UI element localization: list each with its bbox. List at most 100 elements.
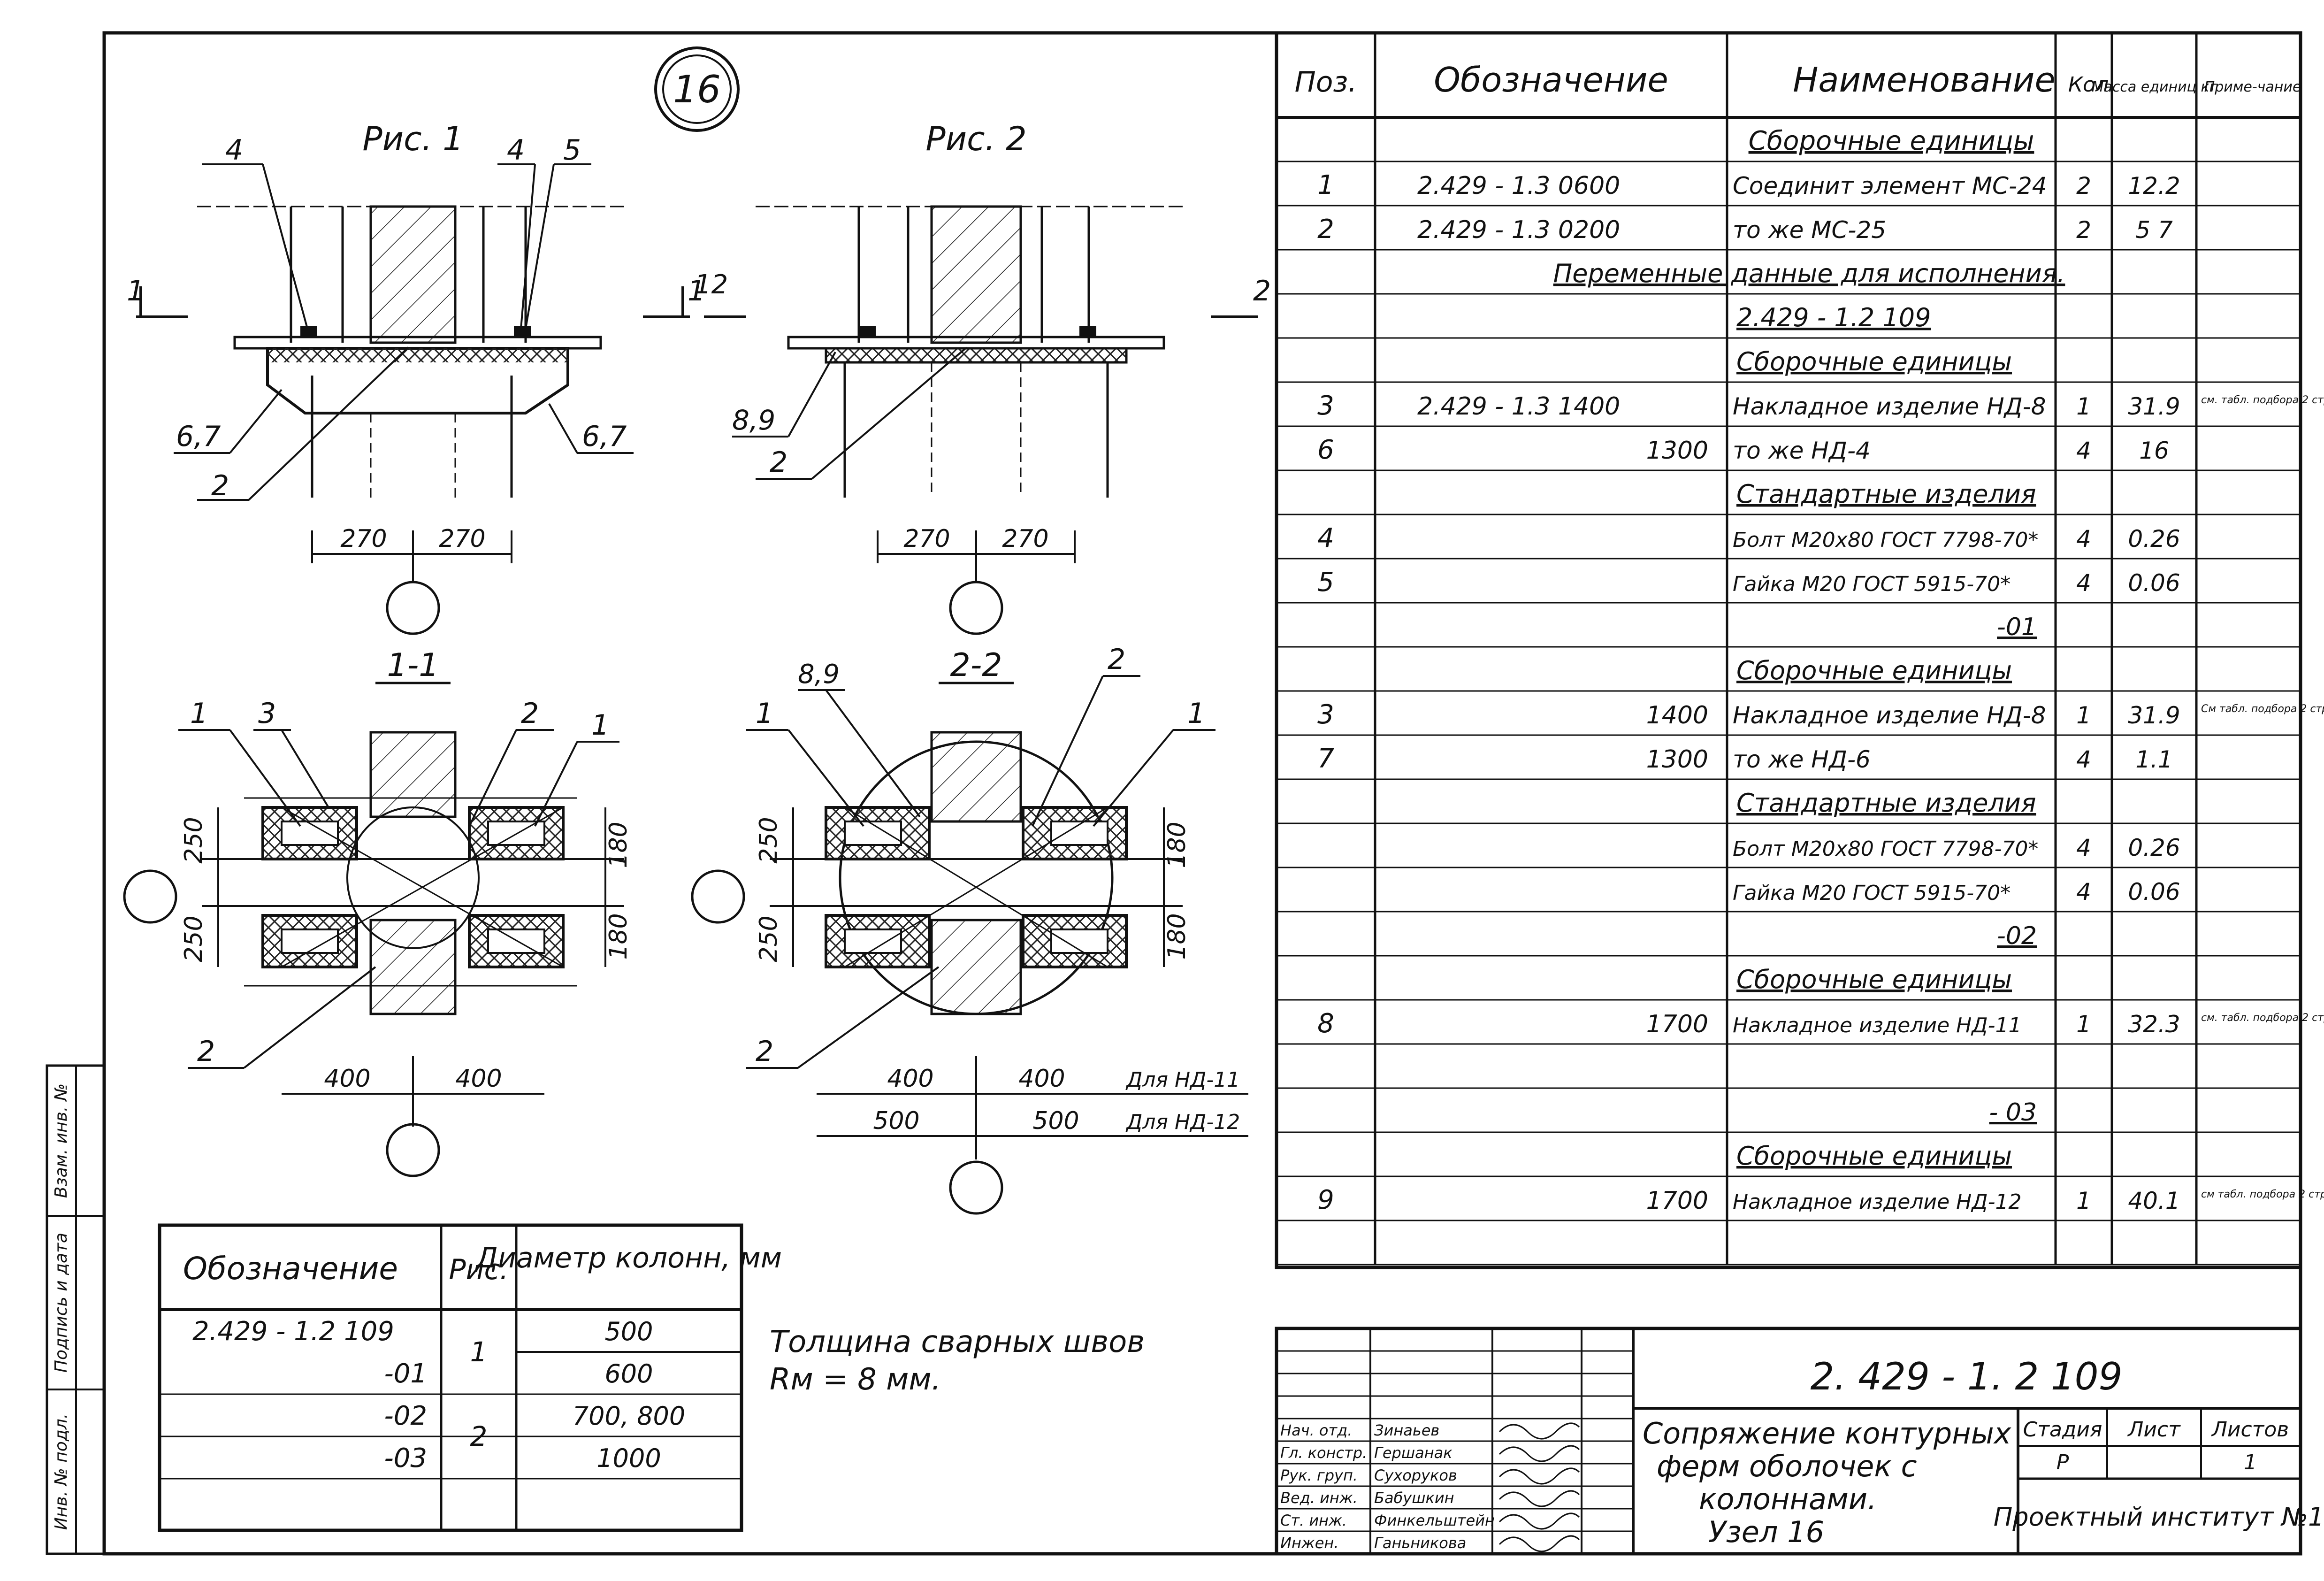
vt-cell-diameter: 600 bbox=[604, 1359, 653, 1389]
s22-dim-250b: 250 bbox=[755, 915, 783, 962]
spec-row: Сборочные единицы bbox=[1736, 347, 2012, 376]
spec-row-heading: 2.429 - 1.2 109 bbox=[1736, 303, 1931, 332]
tb-stage-label: Стадия bbox=[2023, 1418, 2102, 1442]
section-2-2-title: 2-2 bbox=[950, 647, 1002, 684]
fig2-cut-right: 2 bbox=[1253, 275, 1271, 307]
fig1-callout-4b: 4 bbox=[507, 134, 525, 167]
s22-note-nd12: Для НД-12 bbox=[1125, 1110, 1240, 1134]
s11-callout-3: 3 bbox=[258, 697, 276, 730]
vt-cell-designation: 2.429 - 1.2 109 bbox=[192, 1316, 394, 1347]
spec-row: Сборочные единицы bbox=[1736, 656, 2012, 685]
tb-name: Ганьникова bbox=[1374, 1534, 1466, 1552]
section-1-1-plan: 1-1 1 3 2 1 bbox=[123, 647, 633, 1177]
tb-stage-value: Р bbox=[2056, 1451, 2069, 1474]
s22-callout-1b: 1 bbox=[1187, 697, 1205, 730]
figure-2-elevation: Рис. 2 12 2 8,9 2 270 270 bbox=[695, 120, 1271, 635]
spec-row: Сборочные единицы bbox=[1749, 126, 2034, 156]
s11-dim-250a: 250 bbox=[180, 817, 208, 863]
fig1-cut-right: 1 bbox=[688, 275, 705, 307]
spec-cell-qty: 2 bbox=[2076, 216, 2091, 244]
fig2-dim-270b: 270 bbox=[1002, 525, 1048, 553]
spec-cell-qty: 1 bbox=[2076, 393, 2091, 420]
spec-row-heading: Сборочные единицы bbox=[1736, 656, 2012, 685]
spec-cell-name: Болт М20х80 ГОСТ 7798-70* bbox=[1733, 528, 2038, 552]
tb-name: Бабушкин bbox=[1374, 1489, 1454, 1507]
vt-cell-diameter: 700, 800 bbox=[573, 1401, 685, 1431]
tb-sheet-label: Лист bbox=[2127, 1418, 2181, 1442]
spec-cell-name: то же МС-25 bbox=[1733, 216, 1886, 244]
spec-row: Стандартные изделия bbox=[1736, 479, 2036, 509]
s11-callout-2a: 2 bbox=[521, 697, 539, 730]
spec-row: -02 bbox=[1997, 922, 2037, 950]
spec-cell-pos: 3 bbox=[1317, 699, 1334, 730]
s11-dim-250b: 250 bbox=[180, 915, 208, 962]
fig1-callout-2: 2 bbox=[211, 469, 229, 502]
tb-name: Сухоруков bbox=[1374, 1466, 1457, 1484]
s11-dim-400a: 400 bbox=[324, 1065, 370, 1093]
tb-role: Ст. инж. bbox=[1280, 1512, 1347, 1529]
spec-cell-pos: 7 bbox=[1317, 744, 1334, 774]
s22-dim-400b: 400 bbox=[1018, 1065, 1065, 1093]
spec-cell-designation: 1300 bbox=[1646, 437, 1708, 465]
tb-doc-code: 2. 429 - 1. 2 109 bbox=[1811, 1355, 2123, 1398]
spec-header-mass: Масса единиц кг bbox=[2092, 79, 2217, 95]
section-1-1-title: 1-1 bbox=[387, 647, 439, 684]
tb-title-line3: колоннами. bbox=[1699, 1482, 1877, 1516]
spec-row: 2.429 - 1.2 109 bbox=[1736, 303, 1931, 332]
spec-cell-name: то же НД-4 bbox=[1733, 437, 1871, 464]
spec-cell-mass: 0.06 bbox=[2128, 569, 2180, 597]
tb-org: Проектный институт №1 bbox=[1994, 1502, 2324, 1532]
spec-cell-name: Накладное изделие НД-11 bbox=[1733, 1013, 2021, 1037]
spec-table: Поз. Обозначение Наименование Кол Масса … bbox=[1275, 31, 2324, 1269]
vt-cell-fig: 2 bbox=[470, 1420, 488, 1452]
stamp-sign-date: Подпись и дата bbox=[52, 1233, 71, 1373]
spec-cell-pos: 1 bbox=[1317, 170, 1334, 200]
spec-cell-note: См табл. подбора 2 стр.5 в.1 bbox=[2201, 703, 2324, 715]
fig2-cut-left: 12 bbox=[695, 269, 728, 300]
spec-cell-designation: 1700 bbox=[1646, 1010, 1708, 1038]
spec-cell-designation: 1400 bbox=[1646, 701, 1708, 729]
spec-cell-mass: 0.06 bbox=[2128, 878, 2180, 906]
s22-dim-250a: 250 bbox=[755, 817, 783, 863]
vt-cell-designation: -01 bbox=[384, 1358, 427, 1389]
s22-note-nd11: Для НД-11 bbox=[1125, 1068, 1240, 1092]
spec-cell-name: то же НД-6 bbox=[1733, 746, 1871, 773]
spec-row: Стандартные изделия bbox=[1736, 788, 2036, 818]
spec-cell-designation: 2.429 - 1.3 0200 bbox=[1417, 216, 1620, 244]
tb-signature bbox=[1498, 1467, 1580, 1485]
margin-stamp: Взам. инв. № Подпись и дата Инв. № подл. bbox=[46, 1064, 106, 1555]
s11-dim-400b: 400 bbox=[455, 1065, 502, 1093]
fig1-callout-6-7b: 6,7 bbox=[582, 420, 627, 453]
tb-role: Вед. инж. bbox=[1280, 1489, 1358, 1507]
spec-header-note: Приме-чание bbox=[2204, 79, 2301, 95]
fig2-callout-2: 2 bbox=[770, 446, 787, 479]
tb-role: Гл. констр. bbox=[1280, 1444, 1367, 1462]
tb-sheets-label: Листов bbox=[2211, 1418, 2289, 1442]
vt-header-designation: Обозначение bbox=[183, 1251, 398, 1287]
spec-cell-designation: 2.429 - 1.3 0600 bbox=[1417, 172, 1620, 200]
spec-cell-pos: 8 bbox=[1317, 1008, 1334, 1039]
spec-row-heading: Сборочные единицы bbox=[1736, 1141, 2012, 1171]
spec-row-heading: Сборочные единицы bbox=[1736, 965, 2012, 994]
tb-role: Инжен. bbox=[1280, 1534, 1338, 1552]
s22-callout-1a: 1 bbox=[756, 697, 773, 730]
vt-row: -01 600 bbox=[384, 1358, 653, 1389]
spec-row-heading: Сборочные единицы bbox=[1736, 347, 2012, 376]
tb-signature bbox=[1498, 1512, 1580, 1530]
spec-cell-name: Гайка М20 ГОСТ 5915-70* bbox=[1733, 881, 2011, 905]
fig1-callout-6-7a: 6,7 bbox=[176, 420, 221, 453]
spec-cell-designation: 2.429 - 1.3 1400 bbox=[1417, 392, 1620, 421]
tb-signature bbox=[1498, 1535, 1580, 1552]
spec-cell-name: Гайка М20 ГОСТ 5915-70* bbox=[1733, 572, 2011, 596]
